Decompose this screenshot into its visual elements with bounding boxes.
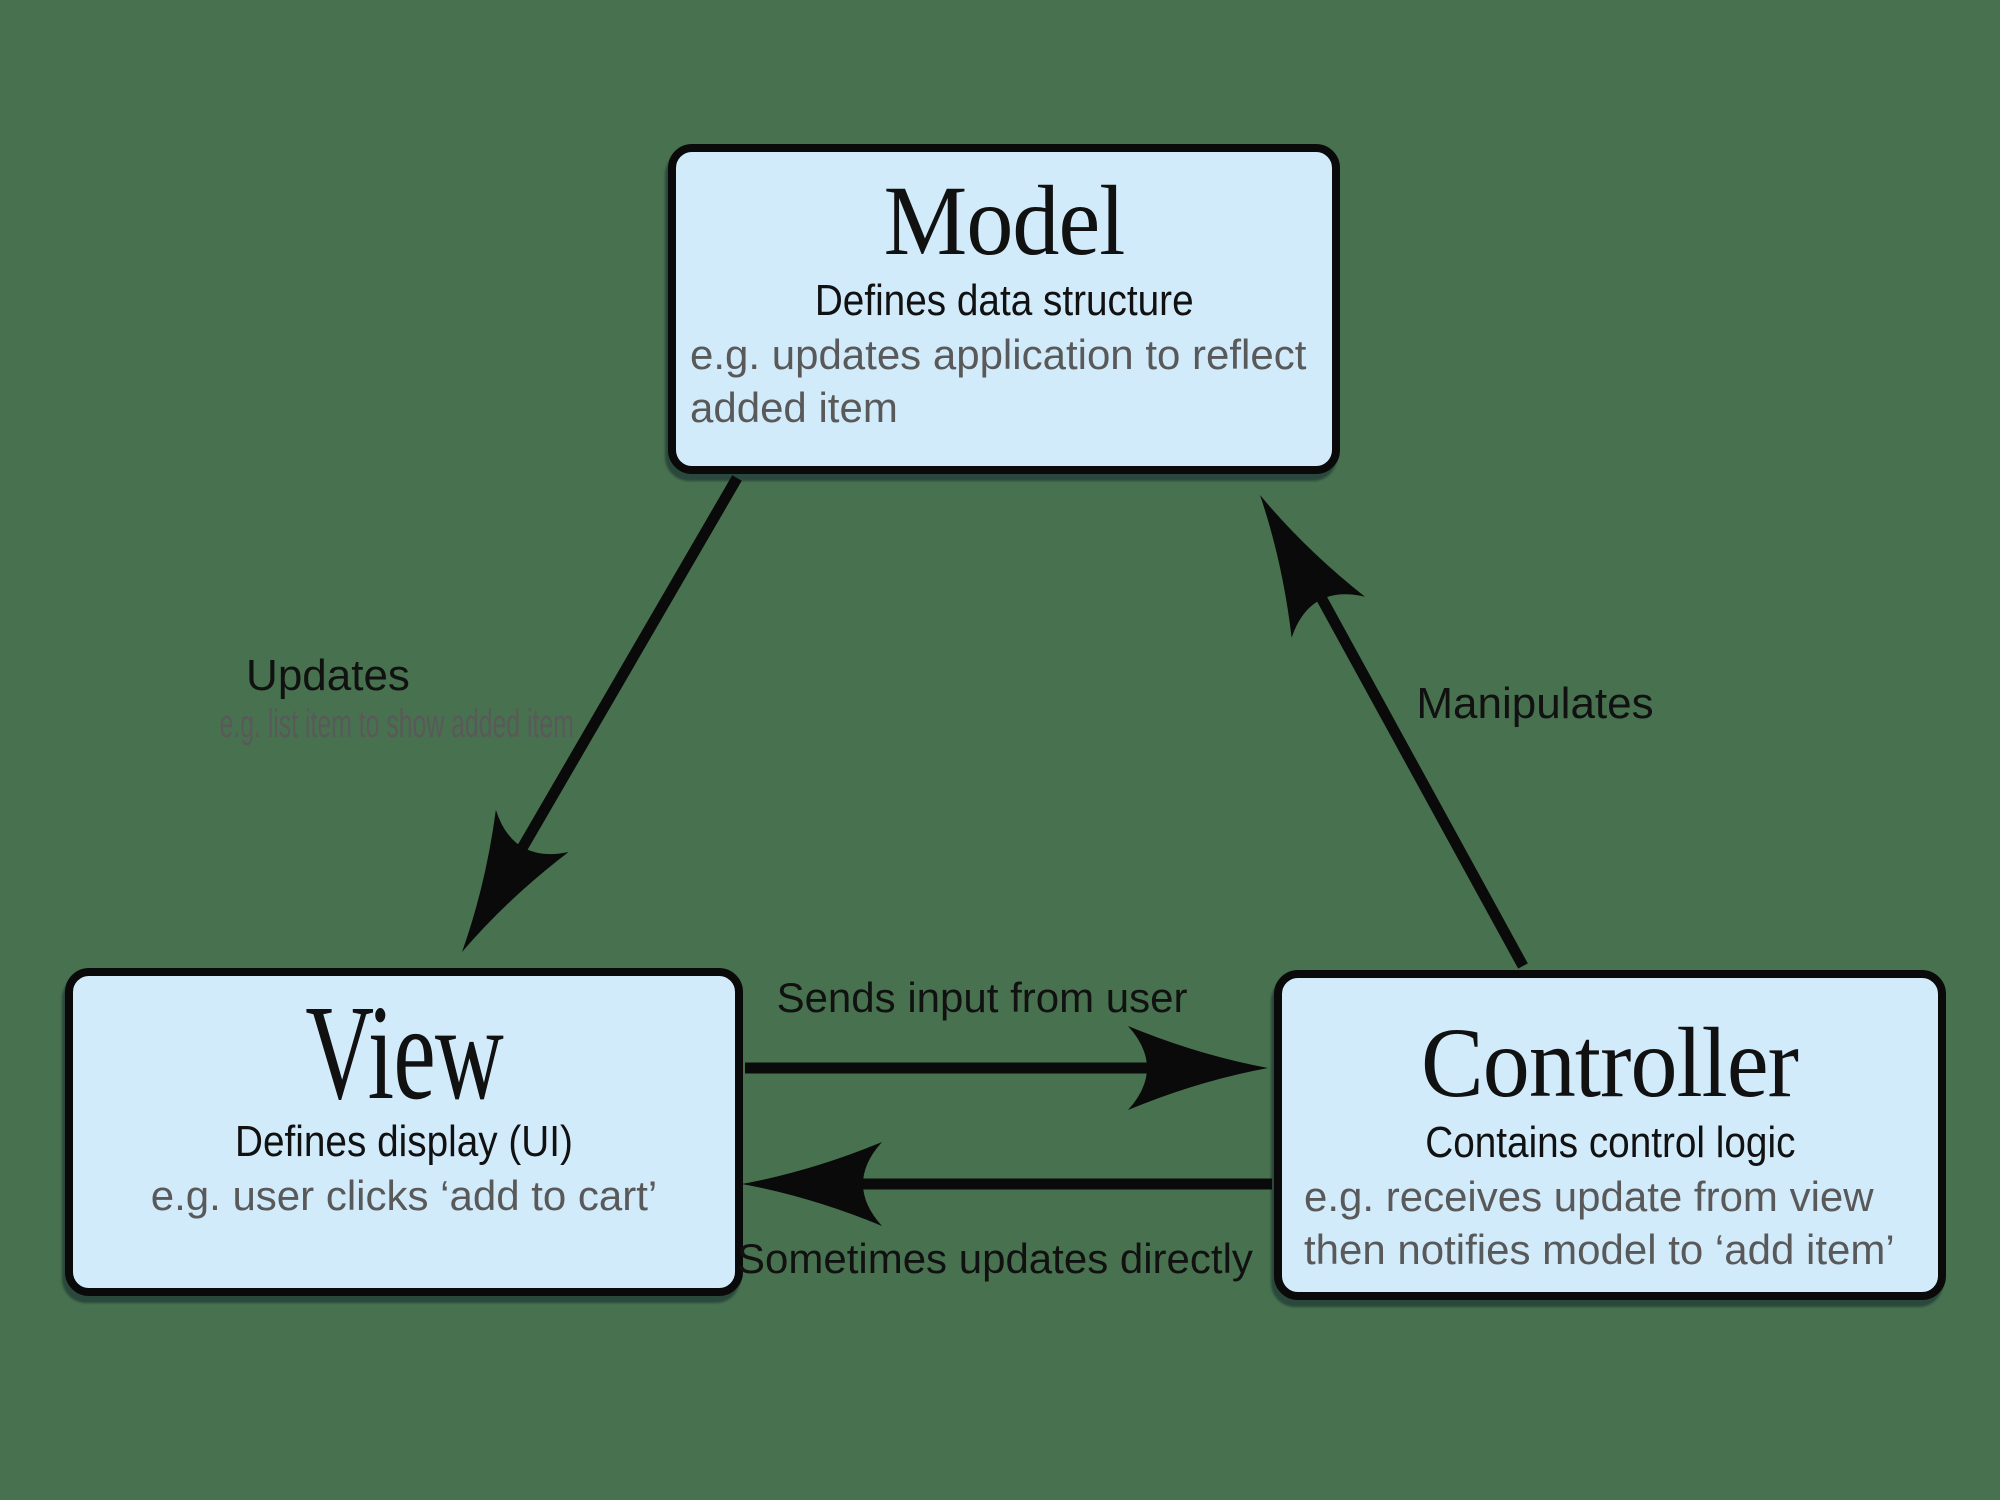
view-title: View xyxy=(305,978,503,1128)
controller-example-line: then notifies model to ‘add item’ xyxy=(1304,1225,1895,1273)
node-controller: Controller Contains control logic e.g. r… xyxy=(1274,970,1946,1300)
view-example: e.g. user clicks ‘add to cart’ xyxy=(73,1170,735,1223)
manipulates-arrowhead-icon xyxy=(1260,495,1365,638)
model-example-line: e.g. updates application to reflect xyxy=(690,331,1307,379)
controller-example-line: e.g. receives update from view xyxy=(1304,1173,1874,1221)
controller-title: Controller xyxy=(1421,1007,1800,1118)
sends-input-arrow-label: Sends input from user xyxy=(776,974,1188,1021)
updates-directly-arrow-label: Sometimes updates directly xyxy=(737,1235,1253,1282)
sends-input-arrowhead-icon xyxy=(1128,1026,1268,1110)
model-title: Model xyxy=(883,165,1126,276)
updates-arrow-label: Updates xyxy=(246,651,410,700)
updates-arrow-sublabel: e.g. list item to show added item xyxy=(219,702,574,746)
node-model: Model Defines data structure e.g. update… xyxy=(668,144,1340,474)
sends-input-arrow xyxy=(745,1026,1268,1110)
node-view: View Defines display (UI) e.g. user clic… xyxy=(65,968,743,1296)
updates-directly-arrowhead-icon xyxy=(742,1142,882,1226)
view-example-line: e.g. user clicks ‘add to cart’ xyxy=(150,1171,658,1219)
model-example-line: added item xyxy=(690,383,898,431)
updates-arrowhead-icon xyxy=(462,809,569,952)
view-subtitle: Defines display (UI) xyxy=(235,1116,573,1166)
model-example: e.g. updates application to reflect adde… xyxy=(676,329,1332,434)
updates-directly-arrow xyxy=(742,1142,1272,1226)
controller-subtitle: Contains control logic xyxy=(1424,1118,1796,1167)
controller-example: e.g. receives update from view then noti… xyxy=(1282,1171,1938,1276)
manipulates-arrow-label: Manipulates xyxy=(1416,679,1654,728)
model-subtitle: Defines data structure xyxy=(814,276,1194,325)
